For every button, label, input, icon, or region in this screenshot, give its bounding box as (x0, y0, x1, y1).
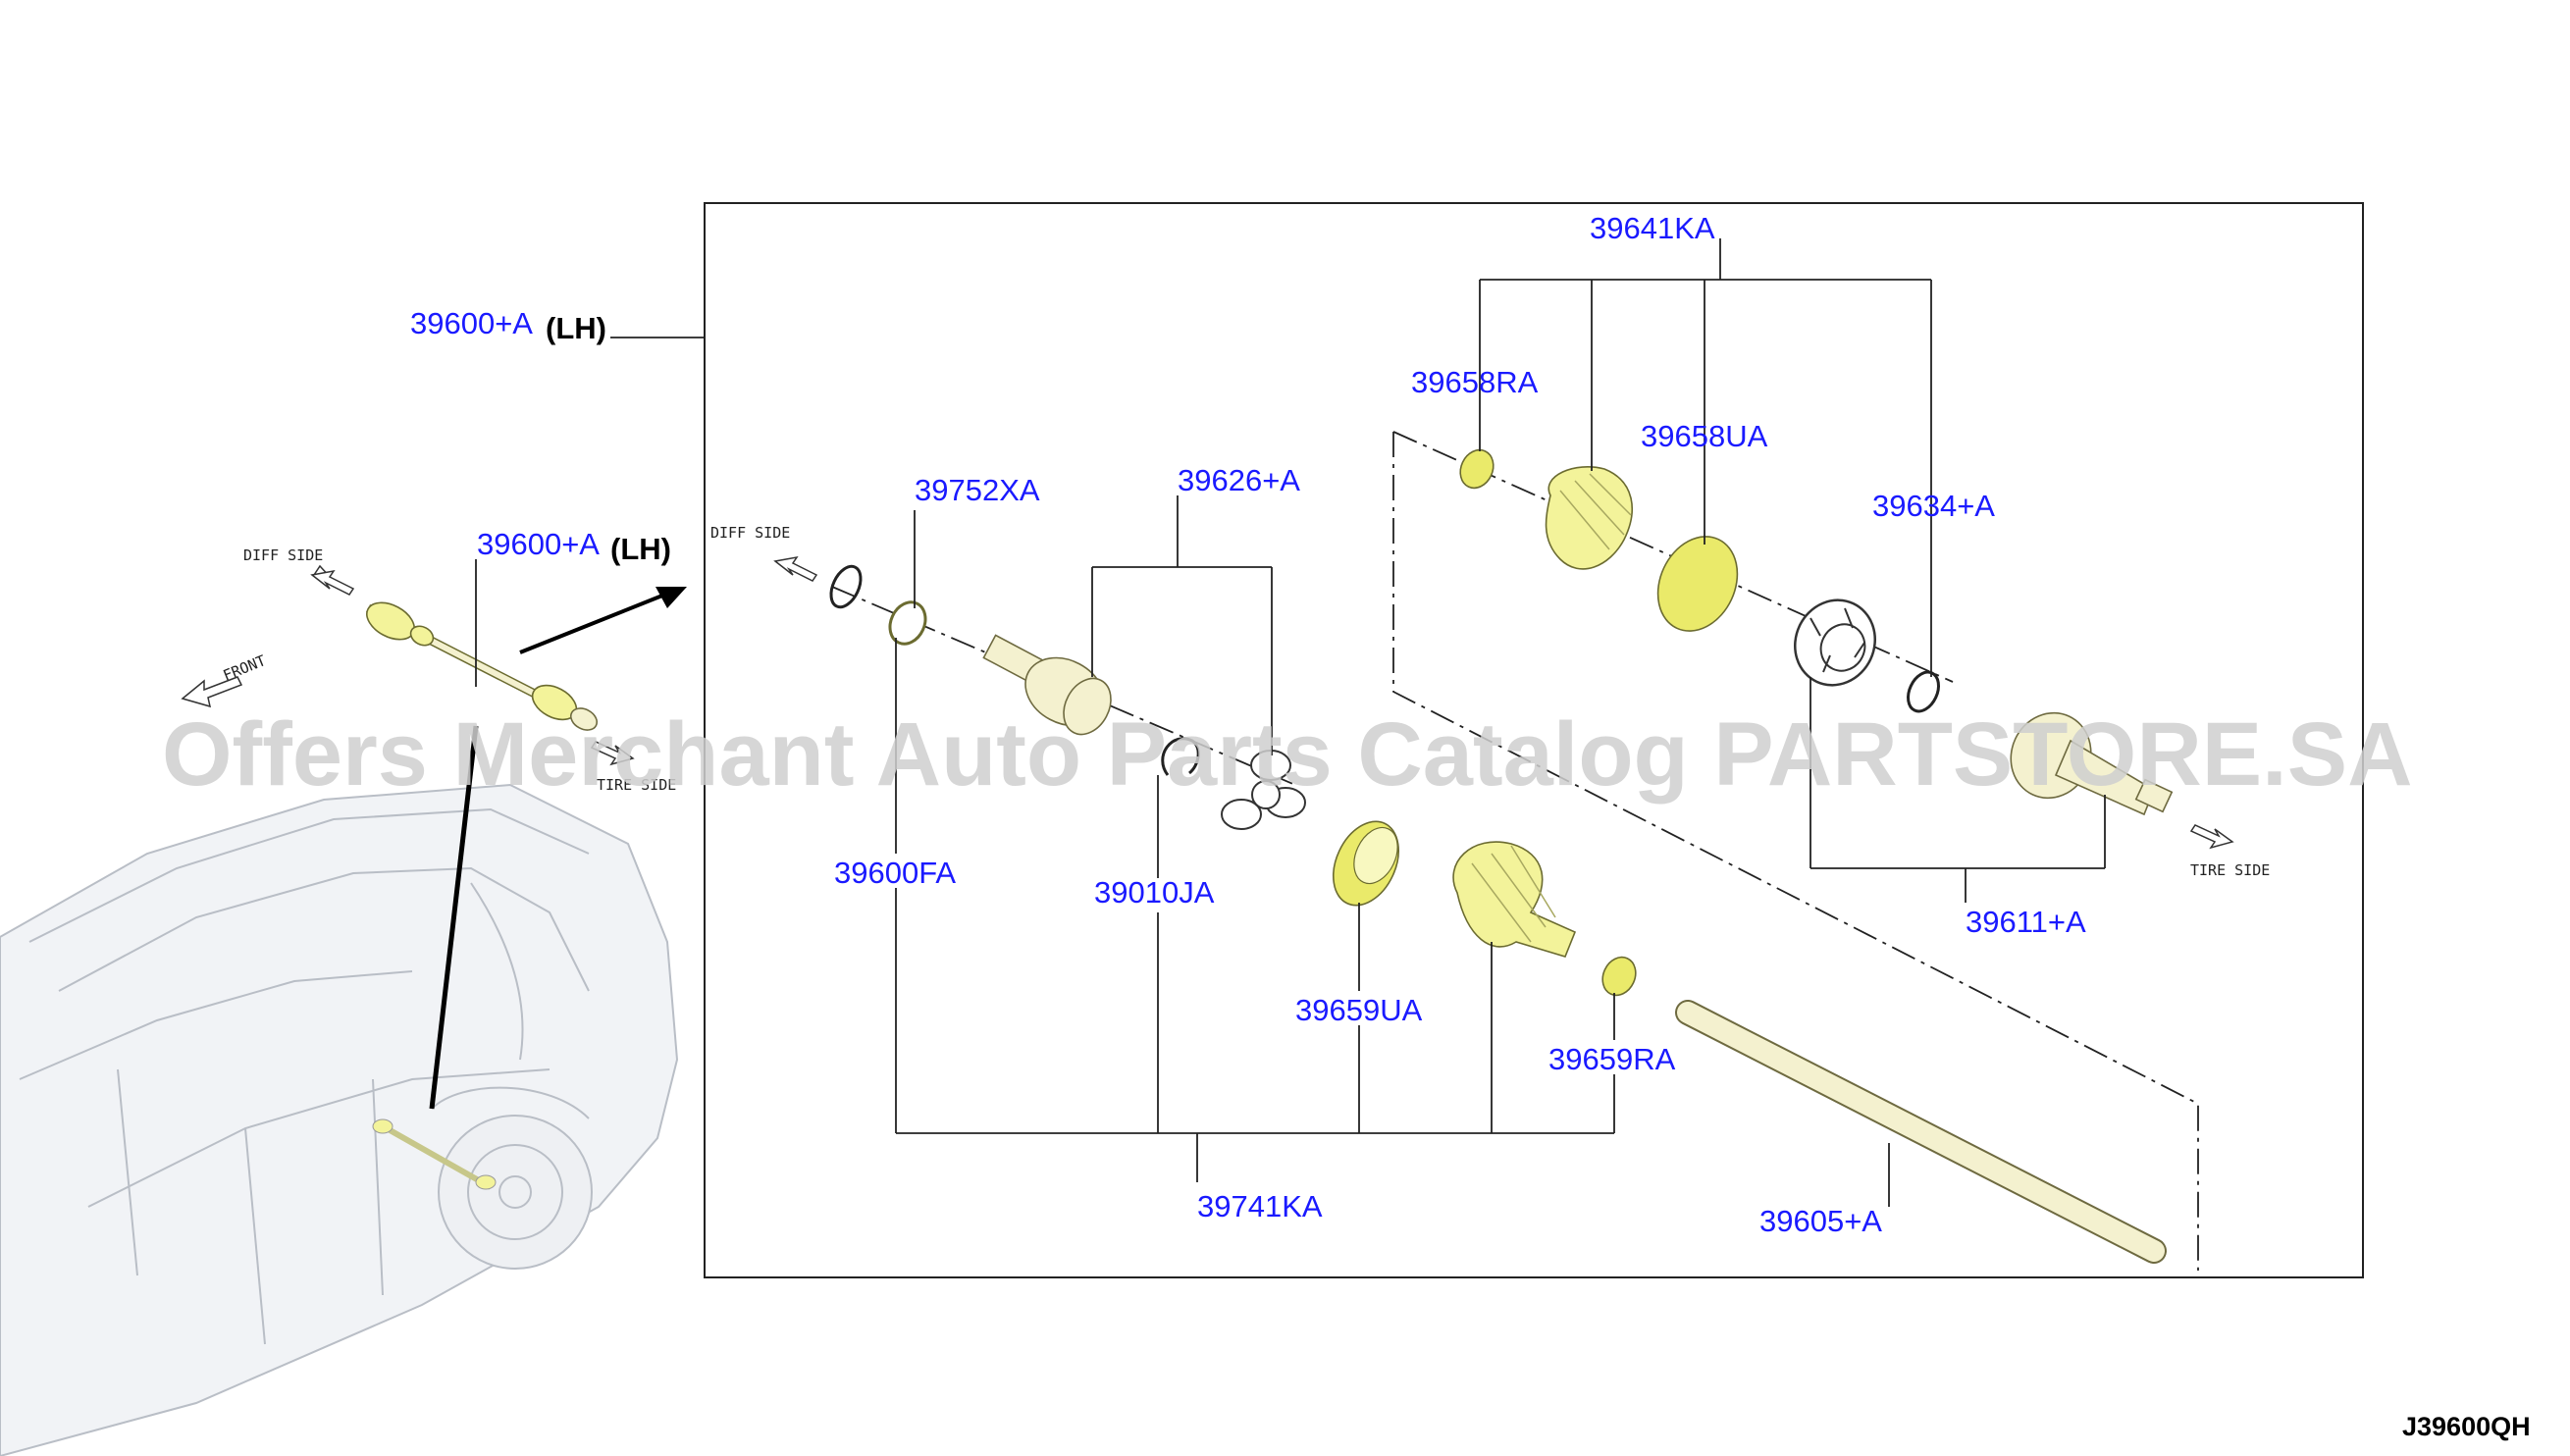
tire-side-indicator: TIRE SIDE (2189, 824, 2270, 879)
vehicle-illustration (0, 783, 679, 1456)
joint-housing-39626A[interactable] (982, 634, 1120, 742)
part-label-39659UA[interactable]: 39659UA (1295, 993, 1423, 1027)
band-39658UA[interactable] (1643, 524, 1752, 645)
part-label-39641KA[interactable]: 39641KA (1590, 211, 1715, 245)
tire-side-label-small: TIRE SIDE (597, 776, 676, 794)
diff-side-indicator: DIFF SIDE (710, 524, 818, 582)
circlip-39010JA[interactable] (1161, 737, 1200, 776)
part-label-39634A[interactable]: 39634+A (1872, 489, 1995, 523)
part-label-39752XA[interactable]: 39752XA (915, 473, 1040, 507)
overview-shaft (365, 601, 599, 731)
inner-boot[interactable] (1452, 841, 1577, 958)
front-indicator: FRONT (181, 651, 269, 708)
diff-side-label: DIFF SIDE (710, 524, 790, 542)
part-label-39626A[interactable]: 39626+A (1178, 463, 1300, 497)
boot-band-39659UA[interactable] (1321, 811, 1411, 916)
side-label-outer: (LH) (546, 311, 606, 345)
leader-lines (895, 238, 2106, 1207)
tripod-spider[interactable] (1221, 750, 1306, 830)
diff-side-indicator-small: DIFF SIDE (243, 546, 355, 596)
watermark: Offers Merchant Auto Parts Catalog PARTS… (162, 704, 2413, 805)
outer-shaft-39611A[interactable] (1997, 700, 2174, 816)
part-label-39658UA[interactable]: 39658UA (1641, 419, 1768, 453)
part-label-39600A-outer[interactable]: 39600+A (410, 306, 533, 340)
diff-side-label-small: DIFF SIDE (243, 546, 323, 564)
part-label-39611A[interactable]: 39611+A (1966, 905, 2086, 939)
outer-joint-39634A[interactable] (1781, 587, 1889, 699)
tire-side-indicator-small: TIRE SIDE (590, 741, 676, 794)
band-39658RA[interactable] (1454, 444, 1499, 494)
part-label-39600FA[interactable]: 39600FA (834, 856, 956, 890)
part-label-39741KA[interactable]: 39741KA (1197, 1189, 1323, 1223)
part-label-39605A[interactable]: 39605+A (1759, 1204, 1882, 1238)
part-label-39600A-inner[interactable]: 39600+A (477, 527, 600, 561)
ring-39752XA[interactable] (883, 597, 931, 650)
detail-frame (704, 202, 2364, 1278)
band-39659RA[interactable] (1597, 952, 1642, 1001)
diagram-code: J39600QH (2402, 1412, 2531, 1441)
part-label-39658RA[interactable]: 39658RA (1411, 365, 1539, 399)
part-label-39659RA[interactable]: 39659RA (1548, 1042, 1676, 1076)
side-label-inner: (LH) (610, 532, 671, 566)
part-label-39010JA[interactable]: 39010JA (1094, 875, 1215, 910)
shaft-39605A[interactable] (1675, 1000, 2167, 1264)
snap-ring-left[interactable] (825, 562, 866, 612)
tire-side-label: TIRE SIDE (2190, 861, 2270, 879)
front-label: FRONT (221, 651, 269, 685)
outer-boot[interactable] (1545, 466, 1633, 570)
